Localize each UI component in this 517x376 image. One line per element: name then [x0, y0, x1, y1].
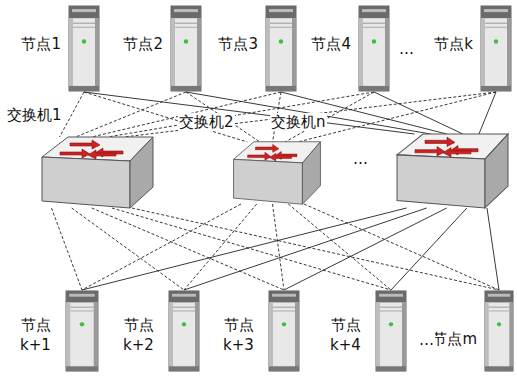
server-node: 节点4 [358, 5, 390, 92]
node-label: 节点 k+3 [215, 315, 262, 355]
switch-icon [40, 135, 155, 210]
node-label: 节点k [433, 35, 474, 53]
server-icon [65, 290, 99, 372]
link-line [374, 92, 463, 134]
link-line [479, 92, 496, 134]
link-line [487, 208, 499, 290]
node-label: 交换机n [270, 113, 327, 131]
node-label: 节点 k+2 [115, 315, 162, 355]
link-line [82, 208, 407, 290]
link-line [132, 208, 499, 290]
server-icon [484, 290, 514, 372]
node-label: 节点4 [310, 35, 352, 53]
node-label: 节点m [431, 330, 478, 348]
switch-node: 交换机2 [232, 140, 322, 206]
server-node: 节点3 [265, 5, 297, 92]
link-line [288, 204, 391, 290]
switch-icon [232, 140, 322, 206]
link-line [112, 208, 391, 290]
node-label: 节点 k+4 [322, 315, 369, 355]
server-icon [375, 290, 407, 372]
ellipsis-label: … [398, 40, 415, 58]
link-line [284, 208, 447, 290]
server-icon [68, 5, 100, 92]
server-icon [268, 290, 300, 372]
link-line [72, 208, 184, 290]
server-node: 节点1 [68, 5, 100, 92]
node-label: 交换机1 [6, 106, 63, 124]
server-node: 节点 k+1 [65, 290, 99, 372]
link-line [124, 92, 496, 137]
link-line [92, 92, 281, 137]
link-line [391, 208, 467, 290]
link-line [82, 204, 241, 290]
server-node: 节点 k+4 [375, 290, 407, 372]
link-line [184, 204, 257, 290]
switch-icon [395, 132, 510, 210]
link-line [52, 208, 83, 290]
node-label: 节点3 [217, 35, 259, 53]
link-line [76, 92, 186, 137]
server-node: 节点 k+3 [268, 290, 300, 372]
server-node: 节点 k+2 [168, 290, 200, 372]
link-line [60, 92, 84, 137]
server-node: 节点2 [170, 5, 202, 92]
server-icon [170, 5, 202, 92]
server-node: 节点k [480, 5, 512, 92]
node-label: 节点2 [122, 35, 164, 53]
server-icon [168, 290, 200, 372]
ellipsis-label: … [352, 150, 369, 168]
server-icon [265, 5, 297, 92]
server-node: 节点m [484, 290, 514, 372]
link-line [273, 204, 285, 290]
node-label: 节点 k+1 [12, 315, 59, 355]
switch-node: 交换机n [395, 132, 510, 210]
server-icon [480, 5, 512, 92]
node-label: 交换机2 [178, 113, 235, 131]
node-label: 节点1 [20, 35, 62, 53]
link-line [84, 92, 247, 142]
link-line [184, 208, 427, 290]
server-icon [358, 5, 390, 92]
switch-node: 交换机1 [40, 135, 155, 210]
ellipsis-label: … [418, 331, 435, 349]
